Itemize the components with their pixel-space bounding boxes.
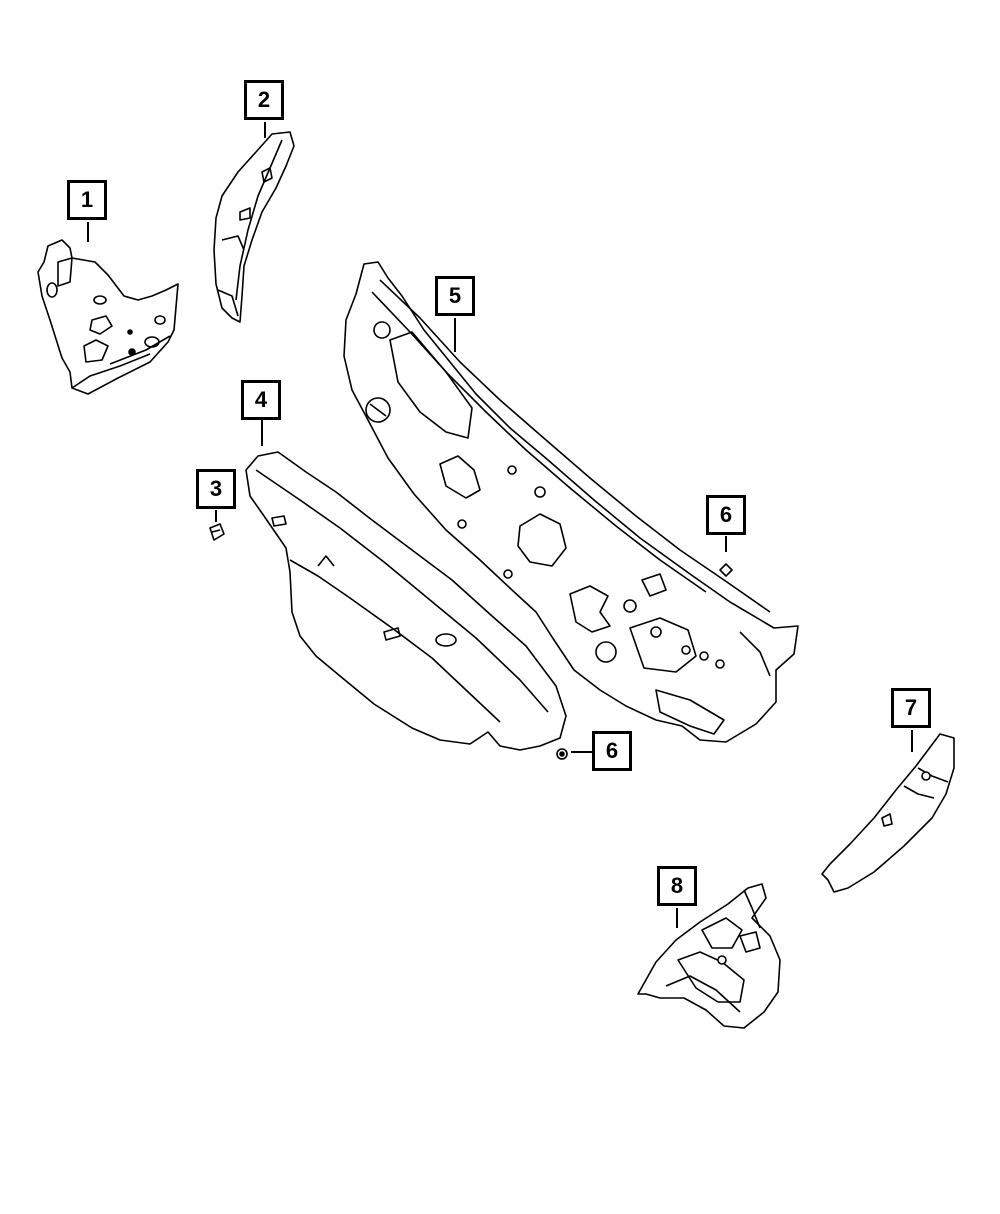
callout-1: 1 bbox=[67, 180, 107, 220]
part-6-clip-upper bbox=[719, 563, 733, 577]
callout-6a: 6 bbox=[706, 495, 746, 535]
callout-8: 8 bbox=[657, 866, 697, 906]
part-6-clip-lower bbox=[556, 748, 568, 760]
callout-4: 4 bbox=[241, 380, 281, 420]
part-2-silencer bbox=[213, 131, 295, 323]
callout-6b: 6 bbox=[592, 731, 632, 771]
callout-3: 3 bbox=[196, 469, 236, 509]
part-5-dash-panel bbox=[343, 261, 799, 743]
callout-2: 2 bbox=[244, 80, 284, 120]
callout-5: 5 bbox=[435, 276, 475, 316]
part-8-silencer bbox=[637, 883, 781, 1029]
part-3-plug bbox=[209, 523, 225, 541]
part-4-panel-silencer bbox=[245, 451, 567, 751]
part-7-silencer bbox=[821, 733, 955, 893]
part-1-silencer bbox=[37, 239, 179, 395]
callout-7: 7 bbox=[891, 688, 931, 728]
